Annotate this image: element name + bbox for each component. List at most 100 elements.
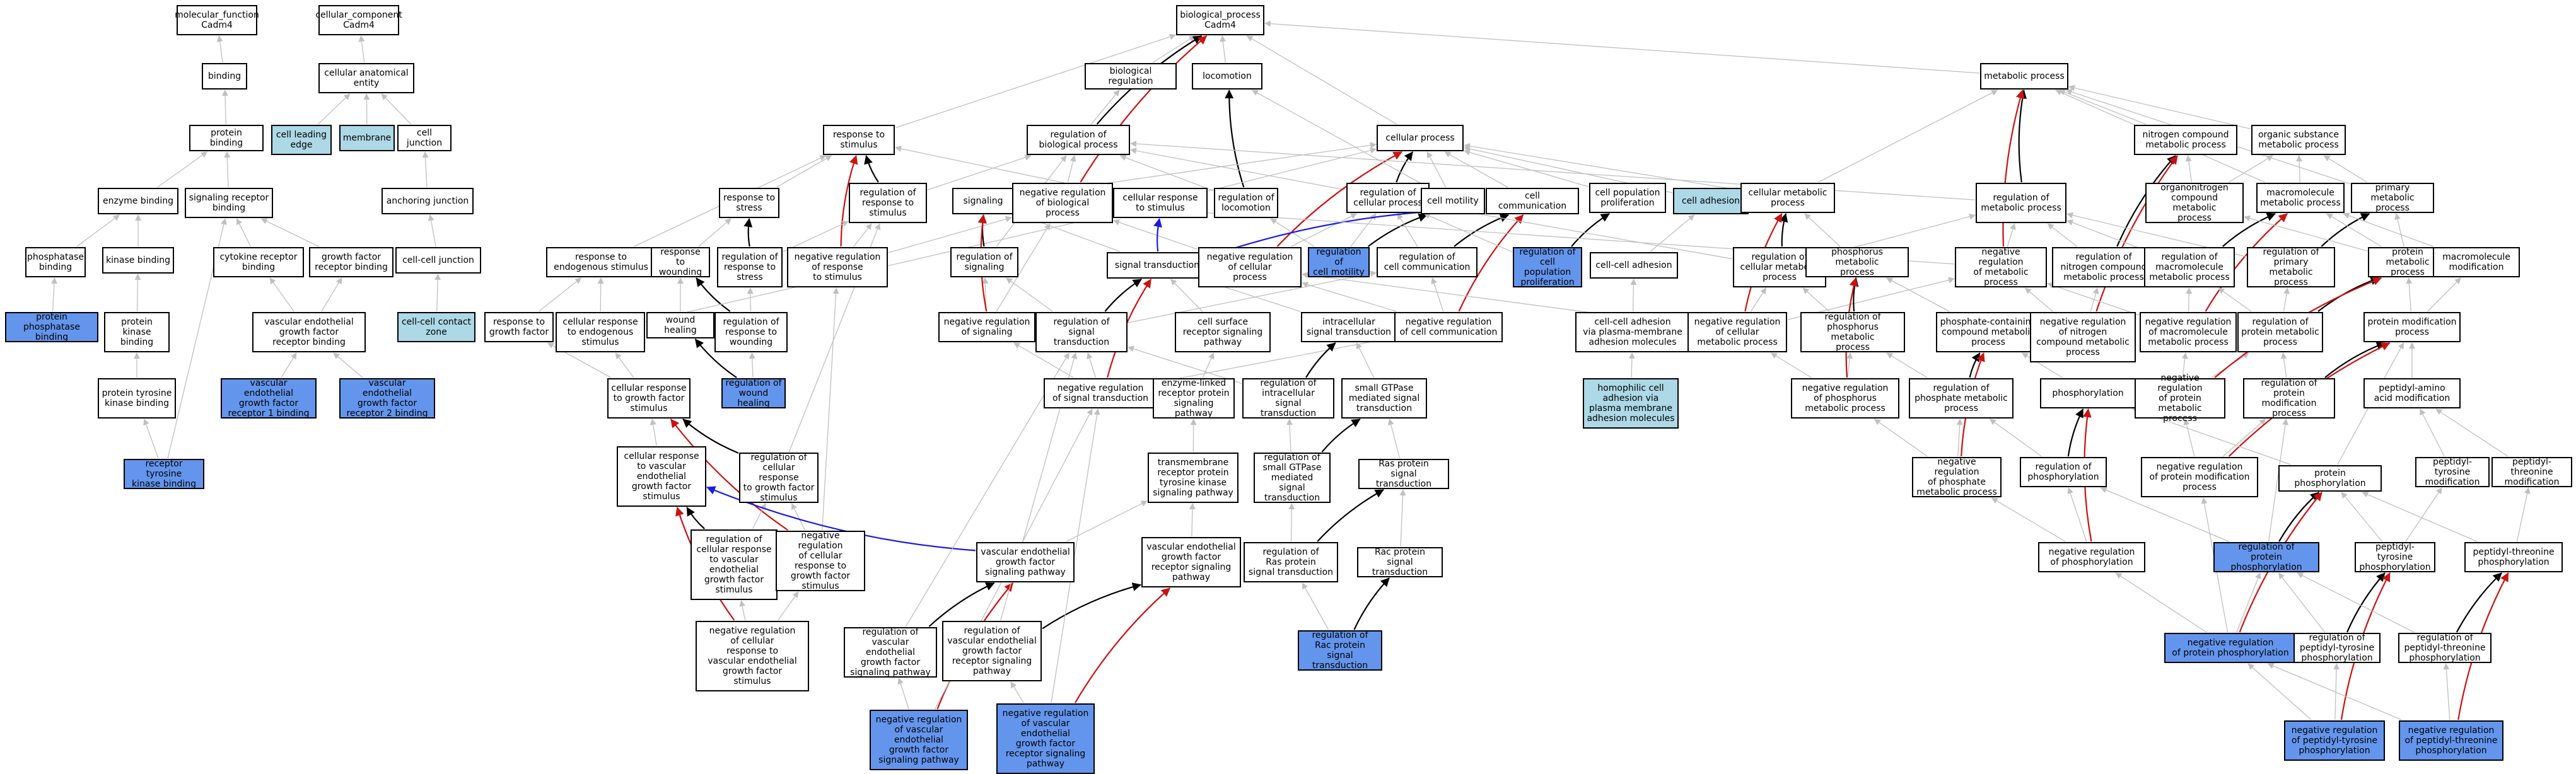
go-term-paamod[interactable]: peptidyl-amino acid modification — [2363, 378, 2461, 408]
go-term-nregcrgf[interactable]: negative regulation of cellular response… — [776, 531, 865, 591]
go-term-regmacromp[interactable]: regulation of macromolecule metabolic pr… — [2144, 247, 2235, 287]
go-term-tmrptksp[interactable]: transmembrane receptor protein tyrosine … — [1148, 453, 1238, 503]
go-term-primmp[interactable]: primary metabolic process — [2351, 183, 2434, 213]
go-term-regracst[interactable]: regulation of Rac protein signal transdu… — [1298, 630, 1382, 671]
go-term-celljunc[interactable]: cell junction — [397, 125, 452, 151]
go-term-nregmp[interactable]: negative regulation of metabolic process — [1955, 247, 2047, 287]
go-term-vegfr2[interactable]: vascular endothelial growth factor recep… — [339, 378, 435, 419]
go-term-regptyrphos[interactable]: regulation of peptidyl-tyrosine phosphor… — [2293, 633, 2381, 663]
go-term-anchjunc[interactable]: anchoring junction — [382, 188, 474, 214]
go-term-regrts[interactable]: regulation of response to stimulus — [849, 183, 927, 223]
go-term-nregcc[interactable]: negative regulation of cell communicatio… — [1394, 312, 1503, 342]
go-term-regrtstress[interactable]: regulation of response to stress — [717, 247, 783, 287]
go-term-gfrbind[interactable]: growth factor receptor binding — [309, 247, 393, 277]
go-term-pthrmod[interactable]: peptidyl-threonine modification — [2491, 457, 2572, 487]
go-term-regloco[interactable]: regulation of locomotion — [1214, 188, 1278, 218]
go-term-celladh[interactable]: cell adhesion — [1673, 188, 1749, 214]
go-term-rts[interactable]: response to stimulus — [823, 125, 895, 155]
go-term-nregvegfrsp[interactable]: negative regulation of vascular endothel… — [996, 703, 1095, 774]
go-term-rtes[interactable]: response to endogenous stimulus — [546, 247, 656, 277]
go-term-protmod[interactable]: protein modification process — [2363, 312, 2461, 342]
go-term-regsgtpase[interactable]: regulation of small GTPase mediated sign… — [1254, 453, 1331, 503]
go-term-regrasst[interactable]: regulation of Ras protein signal transdu… — [1244, 542, 1338, 582]
go-term-crtgf[interactable]: cellular response to growth factor stimu… — [607, 378, 691, 419]
go-term-rtstress[interactable]: response to stress — [719, 188, 779, 218]
go-term-loco[interactable]: locomotion — [1192, 63, 1262, 90]
go-term-bp[interactable]: biological_process Cadm4 — [1176, 5, 1264, 35]
go-term-crtes[interactable]: cellular response to endogenous stimulus — [556, 312, 645, 352]
go-term-nregpthrphos[interactable]: negative regulation of peptidyl-threonin… — [2399, 720, 2503, 761]
go-term-ist[interactable]: intracellular signal transduction — [1301, 312, 1397, 342]
go-term-sgtpase[interactable]: small GTPase mediated signal transductio… — [1341, 378, 1427, 419]
go-term-nregprotmod[interactable]: negative regulation of protein modificat… — [2141, 457, 2258, 497]
go-term-regcpp[interactable]: regulation of cell population proliferat… — [1513, 247, 1582, 287]
go-term-regphmp[interactable]: regulation of phosphorus metabolic proce… — [1800, 312, 1905, 352]
go-term-regvegfsp[interactable]: regulation of vascular endothelial growt… — [844, 627, 937, 678]
go-term-cellmot[interactable]: cell motility — [1421, 188, 1485, 214]
go-term-ptkbind[interactable]: protein tyrosine kinase binding — [98, 378, 176, 419]
go-term-cc[interactable]: cellular_component Cadm4 — [318, 5, 399, 35]
go-term-nregrts[interactable]: negative regulation of response to stimu… — [787, 247, 888, 287]
go-term-cae[interactable]: cellular anatomical entity — [318, 63, 414, 93]
go-term-osmp[interactable]: organic substance metabolic process — [2251, 125, 2346, 155]
go-term-regcp[interactable]: regulation of cellular process — [1346, 183, 1430, 213]
go-term-metab[interactable]: metabolic process — [1980, 63, 2068, 90]
go-term-nregphos[interactable]: negative regulation of phosphorylation — [2038, 542, 2145, 572]
go-term-regpthrphos[interactable]: regulation of peptidyl-threonine phospho… — [2398, 633, 2491, 663]
go-term-ptyrphos[interactable]: peptidyl-tyrosine phosphorylation — [2355, 542, 2435, 572]
go-term-regcellmot[interactable]: regulation of cell motility — [1308, 247, 1370, 277]
go-term-vegfsp[interactable]: vascular endothelial growth factor signa… — [976, 542, 1075, 582]
go-term-phosbind[interactable]: phosphatase binding — [25, 247, 86, 277]
go-term-regmp[interactable]: regulation of metabolic process — [1976, 183, 2066, 223]
go-term-nregphmp[interactable]: negative regulation of phosphorus metabo… — [1791, 378, 1899, 419]
go-term-nregvegfsp[interactable]: negative regulation of vascular endothel… — [870, 710, 968, 770]
go-term-membrane[interactable]: membrane — [339, 125, 395, 151]
go-term-vegfrbind[interactable]: vascular endothelial growth factor recep… — [252, 312, 366, 352]
go-term-hcapm[interactable]: homophilic cell adhesion via plasma memb… — [1583, 378, 1679, 429]
go-term-nregprotmp[interactable]: negative regulation of protein metabolic… — [2135, 378, 2225, 419]
go-term-regbp[interactable]: regulation of biological process — [1027, 125, 1130, 155]
go-term-nregmacromp[interactable]: negative regulation of macromolecule met… — [2140, 312, 2237, 352]
go-term-regcrgf[interactable]: regulation of cellular response to growt… — [739, 453, 819, 503]
go-term-enzbind[interactable]: enzyme binding — [98, 188, 178, 214]
go-term-cpp[interactable]: cell population proliferation — [1589, 183, 1666, 213]
go-term-elrptksp[interactable]: enzyme-linked receptor protein signaling… — [1153, 378, 1235, 419]
go-term-nregcmp[interactable]: negative regulation of cellular metaboli… — [1687, 312, 1787, 352]
go-term-regcrvegf[interactable]: regulation of cellular response to vascu… — [691, 529, 778, 600]
go-term-regphos[interactable]: regulation of phosphorylation — [2020, 457, 2107, 487]
go-term-oncmp[interactable]: organonitrogen compound metabolic proces… — [2145, 183, 2244, 223]
go-term-phmp[interactable]: phosphorus metabolic process — [1805, 247, 1909, 277]
go-term-binding[interactable]: binding — [202, 63, 247, 90]
go-term-regprimmp[interactable]: regulation of primary metabolic process — [2247, 247, 2335, 287]
go-term-crs[interactable]: cellular response to stimulus — [1113, 188, 1208, 218]
go-term-mf[interactable]: molecular_function Cadm4 — [177, 5, 257, 35]
go-term-nregptyrphos[interactable]: negative regulation of peptidyl-tyrosine… — [2284, 720, 2385, 761]
go-term-macromp[interactable]: macromolecule metabolic process — [2256, 183, 2345, 213]
go-term-nregsig[interactable]: negative regulation of signaling — [938, 312, 1035, 342]
go-term-racst[interactable]: Rac protein signal transduction — [1357, 547, 1443, 577]
go-term-regprotmod[interactable]: regulation of protein modification proce… — [2243, 378, 2335, 419]
go-term-ccapm[interactable]: cell-cell adhesion via plasma-membrane a… — [1575, 312, 1690, 352]
go-term-sigtrans[interactable]: signal transduction — [1107, 252, 1208, 279]
go-term-ncmp[interactable]: nitrogen compound metabolic process — [2134, 125, 2237, 155]
go-term-srbind[interactable]: signaling receptor binding — [185, 188, 273, 218]
go-term-rasst[interactable]: Ras protein signal transduction — [1358, 459, 1449, 489]
go-term-nregcp[interactable]: negative regulation of cellular process — [1198, 247, 1302, 287]
go-term-nregpmp[interactable]: negative regulation of phosphate metabol… — [1912, 457, 2002, 497]
go-term-cellproc[interactable]: cellular process — [1377, 125, 1464, 151]
go-term-csrsp[interactable]: cell surface receptor signaling pathway — [1175, 312, 1271, 352]
go-term-protbind[interactable]: protein binding — [189, 125, 264, 151]
go-term-cca[interactable]: cell-cell adhesion — [1590, 252, 1678, 279]
go-term-regpmp[interactable]: regulation of phosphate metabolic proces… — [1909, 378, 2014, 419]
go-term-nregncmp[interactable]: negative regulation of nitrogen compound… — [2030, 312, 2136, 362]
go-term-macromod[interactable]: macromolecule modification — [2433, 247, 2520, 277]
go-term-regvegfrsp[interactable]: regulation of vascular endothelial growt… — [942, 621, 1042, 681]
go-term-rtgf[interactable]: response to growth factor — [484, 312, 554, 342]
go-term-cmp[interactable]: cellular metabolic process — [1740, 183, 1835, 213]
go-term-protphos[interactable]: protein phosphorylation — [2278, 465, 2382, 492]
go-term-woundheal[interactable]: wound healing — [646, 312, 714, 338]
go-term-regsig[interactable]: regulation of signaling — [950, 247, 1018, 277]
go-term-nregbp[interactable]: negative regulation of biological proces… — [1012, 183, 1113, 223]
go-term-regprotphos[interactable]: regulation of protein phosphorylation — [2213, 542, 2319, 572]
go-term-ptyrmod[interactable]: peptidyl-tyrosine modification — [2415, 457, 2490, 487]
